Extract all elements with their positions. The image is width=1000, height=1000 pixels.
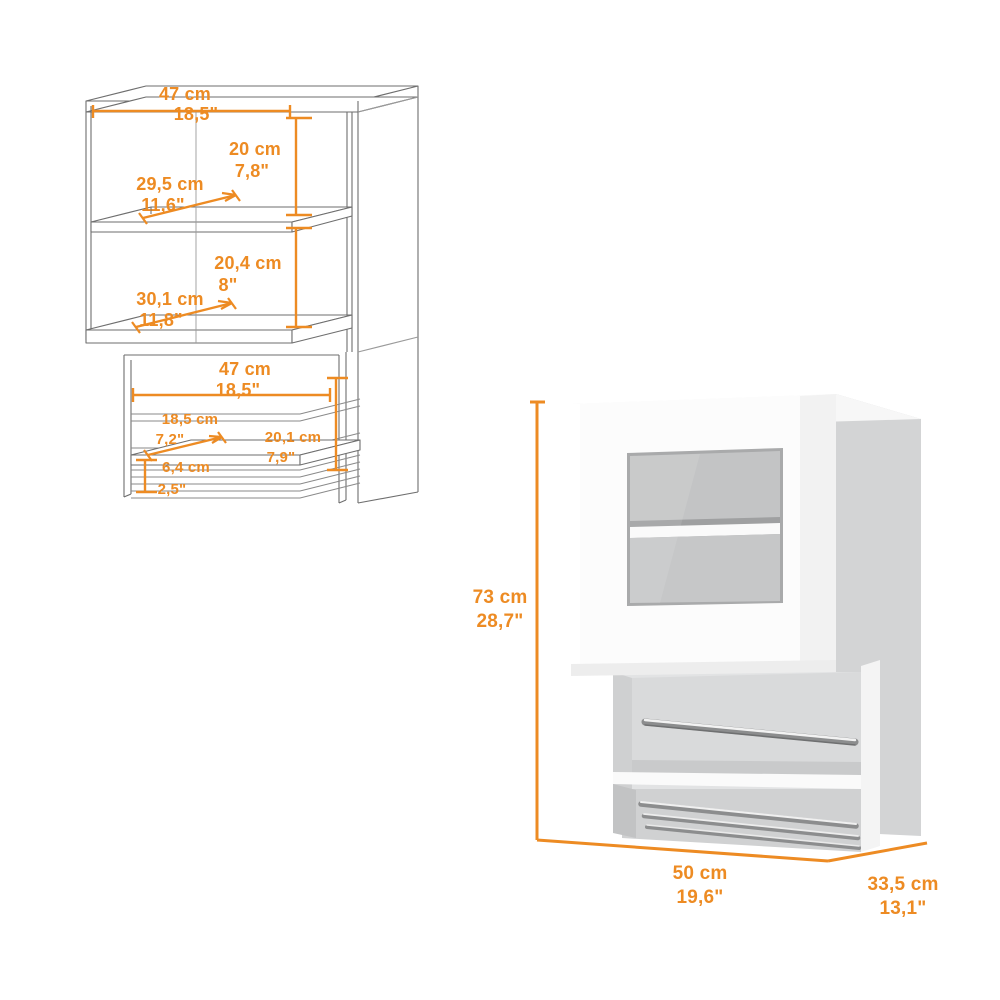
label-rack-total-in: 7,9" (267, 449, 296, 466)
label-top-width-in: 18,5" (174, 104, 219, 124)
wireframe-dimensions (91, 105, 348, 494)
rack-mid-shelf (130, 439, 361, 466)
label-depth-in: 13,1" (880, 898, 927, 919)
chrome-rack-lower (638, 801, 861, 850)
open-compartment-upper (613, 672, 861, 789)
label-width-in: 19,6" (677, 887, 724, 908)
open-compartment-lower (613, 784, 861, 852)
label-rack-width-in: 18,5" (216, 380, 261, 400)
wireframe-drawing (85, 85, 419, 504)
label-rack-lower-in: 2,5" (158, 481, 187, 498)
dim-top-width (91, 105, 292, 118)
label-rack-upper-in: 7,2" (156, 431, 185, 448)
dim-width-line (536, 838, 829, 863)
dim-upper-shelf-depth (138, 189, 241, 225)
label-upper-depth-in: 11,6" (141, 195, 185, 215)
label-lower-depth-cm: 30,1 cm (136, 289, 203, 309)
label-rack-lower-cm: 6,4 cm (162, 459, 210, 476)
upper-shelf (90, 206, 353, 233)
door-bottom-edge (571, 660, 836, 676)
dim-upper-height (286, 116, 312, 217)
label-rack-total-cm: 20,1 cm (265, 429, 321, 446)
label-top-width-cm: 47 cm (159, 84, 211, 104)
label-rack-width-cm: 47 cm (219, 359, 271, 379)
dim-lower-height (286, 226, 312, 329)
label-width-cm: 50 cm (673, 863, 728, 884)
dim-rack-lower-height (136, 458, 157, 494)
product-render (571, 394, 921, 852)
label-rack-upper-cm: 18,5 cm (162, 411, 218, 428)
cabinet-bottom-shelf (85, 314, 353, 344)
render-dimensions (530, 400, 928, 863)
cabinet-top-face (85, 85, 419, 113)
dim-depth-line (827, 841, 928, 863)
label-upper-height-in: 7,8" (235, 161, 269, 181)
label-lower-depth-in: 11,8" (139, 310, 183, 330)
label-upper-depth-cm: 29,5 cm (136, 174, 203, 194)
dim-rack-total-height (327, 376, 348, 472)
label-height-cm: 73 cm (473, 587, 528, 608)
label-lower-height-cm: 20,4 cm (214, 253, 281, 273)
label-lower-height-in: 8" (219, 275, 238, 295)
cabinet-front-right-stile (861, 660, 880, 852)
dim-rack-width (131, 388, 332, 402)
rack-bottom-edge-left (123, 493, 132, 498)
cabinet-side-panel (357, 96, 419, 353)
rack-bottom-edge (338, 499, 347, 504)
rack-frame (123, 352, 347, 503)
dim-lower-shelf-depth (131, 297, 237, 334)
rack-rails-lower (131, 454, 361, 499)
dim-rack-upper (143, 431, 227, 462)
chrome-rail-upper (641, 718, 859, 746)
label-height-in: 28,7" (477, 611, 524, 632)
label-upper-height-cm: 20 cm (229, 139, 281, 159)
label-depth-cm: 33,5 cm (867, 874, 938, 895)
door-glass-panel (627, 448, 783, 606)
